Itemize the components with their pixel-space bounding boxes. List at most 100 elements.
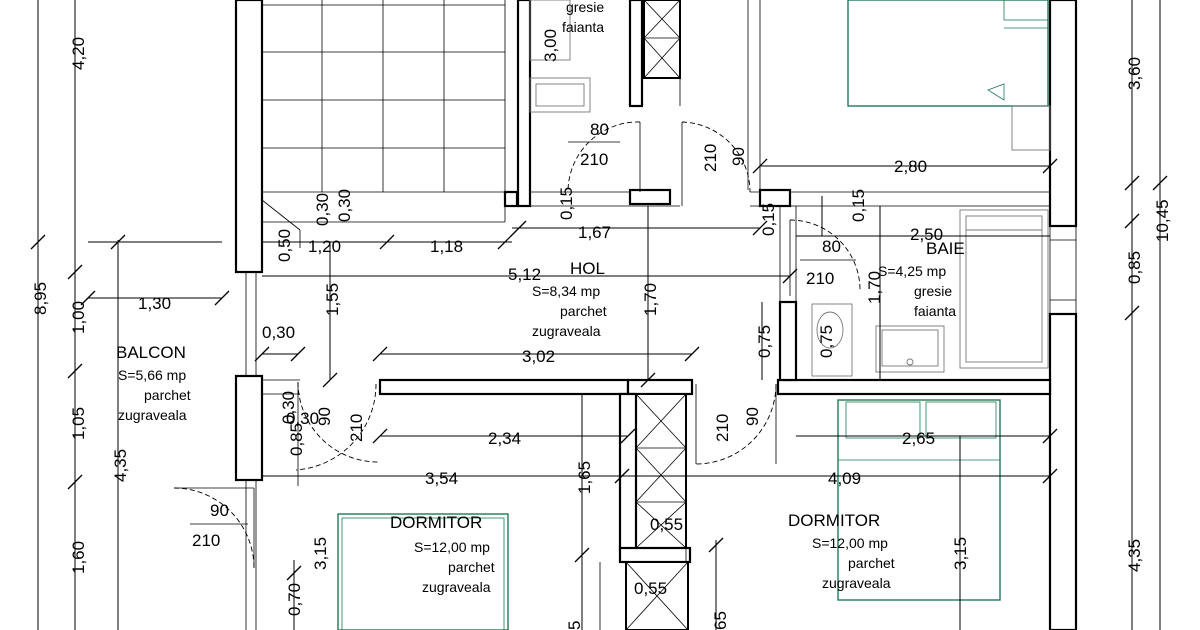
dim-label: 0,30: [286, 409, 319, 428]
dim-label: 2,34: [488, 429, 521, 448]
dim-label: 2,80: [894, 157, 927, 176]
dim-label: 0,85: [1125, 251, 1144, 284]
bathroom-fixtures: [529, 0, 1051, 377]
dim-label: 1,55: [323, 283, 342, 316]
horizontal-dimension-labels: 1,30 0,30 1,20 1,18 1,67 5,12 3,02 2,34 …: [138, 157, 943, 598]
dim-label: 0,15: [849, 189, 868, 222]
dim-label: 10,45: [1153, 199, 1172, 242]
dim-label: 4,09: [828, 469, 861, 488]
dim-label: 0,30: [262, 323, 295, 342]
dim-label: 0,55: [634, 579, 667, 598]
room-dormitor-right: DORMITOR S=12,00 mp parchet zugraveala: [788, 511, 895, 591]
door-height-label: 210: [701, 144, 720, 172]
door-width-label: 90: [315, 407, 334, 426]
dim-label: 65: [711, 611, 730, 630]
room-wall: faianta: [914, 303, 956, 319]
dim-label: 3,00: [541, 29, 560, 62]
dim-label: 4,35: [111, 449, 130, 482]
dim-label: 1,05: [69, 407, 88, 440]
shaft-hatching: [625, 0, 689, 630]
door-height-label: 210: [713, 414, 732, 442]
dim-label: 3,02: [522, 347, 555, 366]
left-dimension-lines: [30, 0, 230, 630]
door-height-label: 210: [580, 150, 608, 169]
interior-dimension-lines: [254, 158, 1058, 630]
room-floor: parchet: [848, 555, 895, 571]
door-height-label: 210: [192, 531, 220, 550]
room-hol: HOL S=8,34 mp parchet zugraveala: [532, 259, 607, 339]
room-name: DORMITOR: [788, 511, 880, 530]
room-area: S=8,34 mp: [532, 283, 600, 299]
room-balcon: BALCON S=5,66 mp parchet zugraveala: [116, 343, 191, 423]
room-baie-top: gresie faianta: [562, 0, 604, 35]
door-height-label: 210: [347, 414, 366, 442]
door-height-label: 210: [806, 269, 834, 288]
room-dormitor-left: DORMITOR S=12,00 mp parchet zugraveala: [390, 513, 495, 595]
door-width-label: 90: [743, 407, 762, 426]
dim-label: 3,15: [951, 537, 970, 570]
door-labels: 80 210 210 90 80 210 90 210 210 90 90 21…: [190, 120, 856, 550]
dim-label: 1,67: [578, 223, 611, 242]
dim-label: 4,35: [1125, 539, 1144, 572]
room-area: S=12,00 mp: [414, 539, 490, 555]
room-name: BALCON: [116, 343, 186, 362]
room-floor: parchet: [144, 387, 191, 403]
dim-label: 0,70: [285, 583, 304, 616]
room-baie: BAIE S=4,25 mp gresie faianta: [878, 239, 965, 319]
dim-label: 0,30: [335, 189, 354, 222]
dim-label: 2,65: [902, 429, 935, 448]
door-width-label: 80: [590, 120, 609, 139]
bed-top-right: [847, 0, 1049, 107]
dim-label: 1,70: [641, 283, 660, 316]
door-width-label: 90: [210, 501, 229, 520]
dim-label: 0,85: [287, 423, 306, 456]
dim-label: 1,65: [575, 461, 594, 494]
dim-label: 2,50: [910, 225, 943, 244]
room-floor: gresie: [566, 0, 604, 15]
dim-label: 0,30: [313, 193, 332, 226]
dim-label: 0,15: [759, 203, 778, 236]
bed-left-bottom: [337, 513, 509, 630]
right-dimension-labels: 3,60 10,45 0,85 4,35: [1125, 57, 1172, 572]
room-floor: parchet: [448, 559, 495, 575]
room-area: S=4,25 mp: [878, 263, 946, 279]
dim-label: 1,70: [865, 271, 884, 304]
room-wall: zugraveala: [118, 407, 187, 423]
dim-label: 0,55: [650, 515, 683, 534]
dim-label: 1,30: [138, 294, 171, 313]
dim-label: 1,60: [69, 541, 88, 574]
left-dimension-labels: 4,20 8,95 1,00 1,05 1,60 4,35 0,70: [31, 37, 304, 616]
room-name: HOL: [570, 259, 605, 278]
vertical-dimension-labels: 0,50 0,30 0,30 1,55 0,15 0,15 0,15 1,70 …: [275, 29, 970, 630]
dim-label: 0,50: [275, 229, 294, 262]
room-wall: zugraveala: [532, 323, 601, 339]
dim-label: 8,95: [31, 282, 50, 315]
dim-label: 3,60: [1125, 57, 1144, 90]
dim-label: 3,54: [425, 469, 458, 488]
room-area: S=5,66 mp: [118, 367, 186, 383]
dim-label: 0,15: [557, 187, 576, 220]
bed-right-bottom: [837, 399, 1001, 601]
staircase: [261, 0, 506, 248]
dim-label: 0,75: [755, 325, 774, 358]
room-wall: zugraveala: [822, 575, 891, 591]
dim-label: 0,30: [279, 391, 298, 424]
dim-label: 4,20: [69, 37, 88, 70]
room-wall: faianta: [562, 19, 604, 35]
dim-label: 5: [565, 621, 584, 630]
room-floor: parchet: [560, 303, 607, 319]
dim-label: 1,18: [430, 237, 463, 256]
dim-label: 0,75: [817, 325, 836, 358]
door-width-label: 90: [729, 147, 748, 166]
door-width-label: 80: [822, 237, 841, 256]
dim-label: 1,00: [69, 301, 88, 334]
dim-label: 5,12: [508, 265, 541, 284]
room-area: S=12,00 mp: [812, 535, 888, 551]
dim-label: 1,20: [308, 237, 341, 256]
right-dimension-lines: [1124, 0, 1168, 630]
room-wall: zugraveala: [422, 579, 491, 595]
dim-label: 3,15: [311, 537, 330, 570]
door-swings: [173, 121, 861, 569]
room-name: BAIE: [926, 239, 965, 258]
